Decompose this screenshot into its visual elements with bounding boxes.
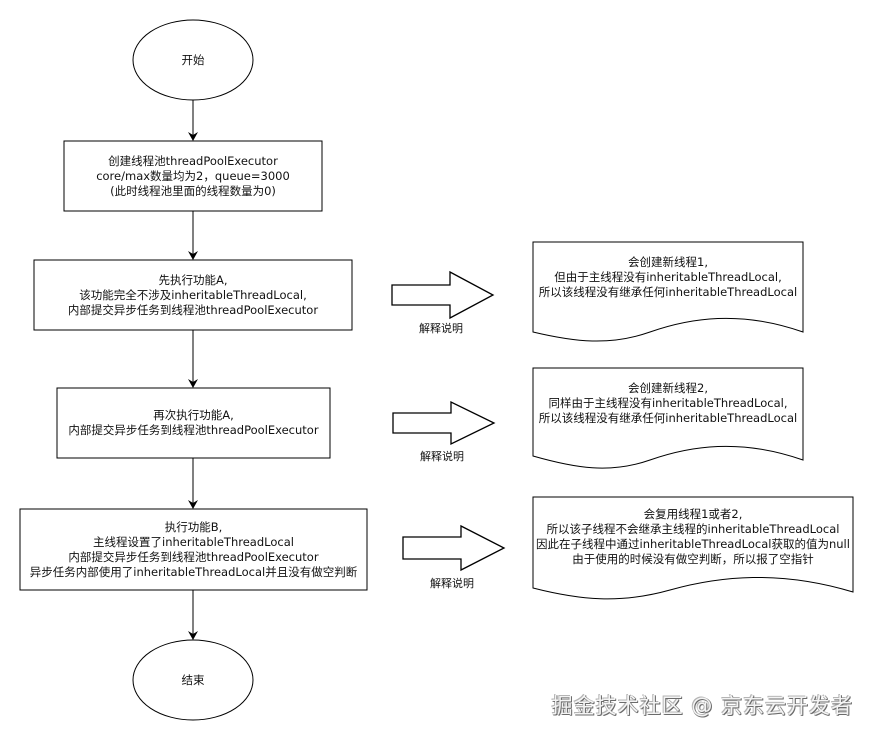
explain-doc-2-text: 会创建新线程2, 同样由于主线程没有inheritableThreadLocal… [533,376,803,431]
arrow-label-1: 解释说明 [419,322,463,335]
text-line: 所以该子线程不会继承主线程的inheritableThreadLocal [546,522,840,536]
step-create-pool-text: 创建线程池threadPoolExecutor core/max数量均为2，qu… [64,141,322,211]
text-line: 因此在子线程中通过inheritableThreadLocal获取的值为null [536,537,850,551]
end-label: 结束 [133,640,253,720]
explain-doc-2 [532,367,804,469]
text-line: 创建线程池threadPoolExecutor [108,153,278,168]
arrow-label-3: 解释说明 [430,577,474,590]
step-func-b [19,508,368,591]
text-line: 再次执行功能A, [153,408,234,422]
end-text: 结束 [181,672,205,687]
text-line: 会创建新线程2, [628,381,708,395]
text-line: 会创建新线程1, [628,255,708,269]
text-line: 但由于主线程没有inheritableThreadLocal, [554,270,782,284]
text-line: core/max数量均为2，queue=3000 [96,168,290,183]
step-func-a-second-text: 再次执行功能A, 内部提交异步任务到线程池threadPoolExecutor [57,388,330,458]
text-line: 所以该线程没有继承任何inheritableThreadLocal [538,411,798,425]
text-line: 会复用线程1或者2, [643,507,743,521]
text-line: 同样由于主线程没有inheritableThreadLocal, [548,396,788,410]
text-line: 该功能完全不涉及inheritableThreadLocal, [79,287,307,302]
explain-doc-3 [532,496,854,600]
text-line: 先执行功能A, [158,272,228,287]
start-label: 开始 [133,20,253,100]
arrow-label-2: 解释说明 [420,450,464,463]
explain-arrow-3 [402,524,506,572]
explain-arrow-1 [391,270,495,320]
start-text: 开始 [181,52,205,67]
step-func-a-first [33,259,353,331]
watermark: 掘金技术社区 @ 京东云开发者 [551,694,853,718]
text-line: 内部提交异步任务到线程池threadPoolExecutor [68,549,319,564]
text-line: (此时线程池里面的线程数量为0) [110,183,276,198]
step-func-a-second [56,387,331,459]
text-line: 内部提交异步任务到线程池threadPoolExecutor [68,423,319,437]
end-node [132,639,254,721]
step-func-b-text: 执行功能B, 主线程设置了inheritableThreadLocal 内部提交… [20,509,367,590]
text-line: 内部提交异步任务到线程池threadPoolExecutor [67,302,319,317]
step-func-a-first-text: 先执行功能A, 该功能完全不涉及inheritableThreadLocal, … [34,260,352,330]
text-line: 由于使用的时候没有做空判断，所以报了空指针 [572,552,814,566]
explain-arrow-2 [392,400,496,446]
explain-doc-3-text: 会复用线程1或者2, 所以该子线程不会继承主线程的inheritableThre… [533,503,853,571]
text-line: 执行功能B, [164,519,223,534]
explain-doc-1 [532,241,804,342]
text-line: 主线程设置了inheritableThreadLocal [93,534,294,549]
text-line: 异步任务内部使用了inheritableThreadLocal并且没有做空判断 [29,564,358,579]
text-line: 所以该线程没有继承任何inheritableThreadLocal [538,285,798,299]
explain-doc-1-text: 会创建新线程1, 但由于主线程没有inheritableThreadLocal,… [533,250,803,305]
